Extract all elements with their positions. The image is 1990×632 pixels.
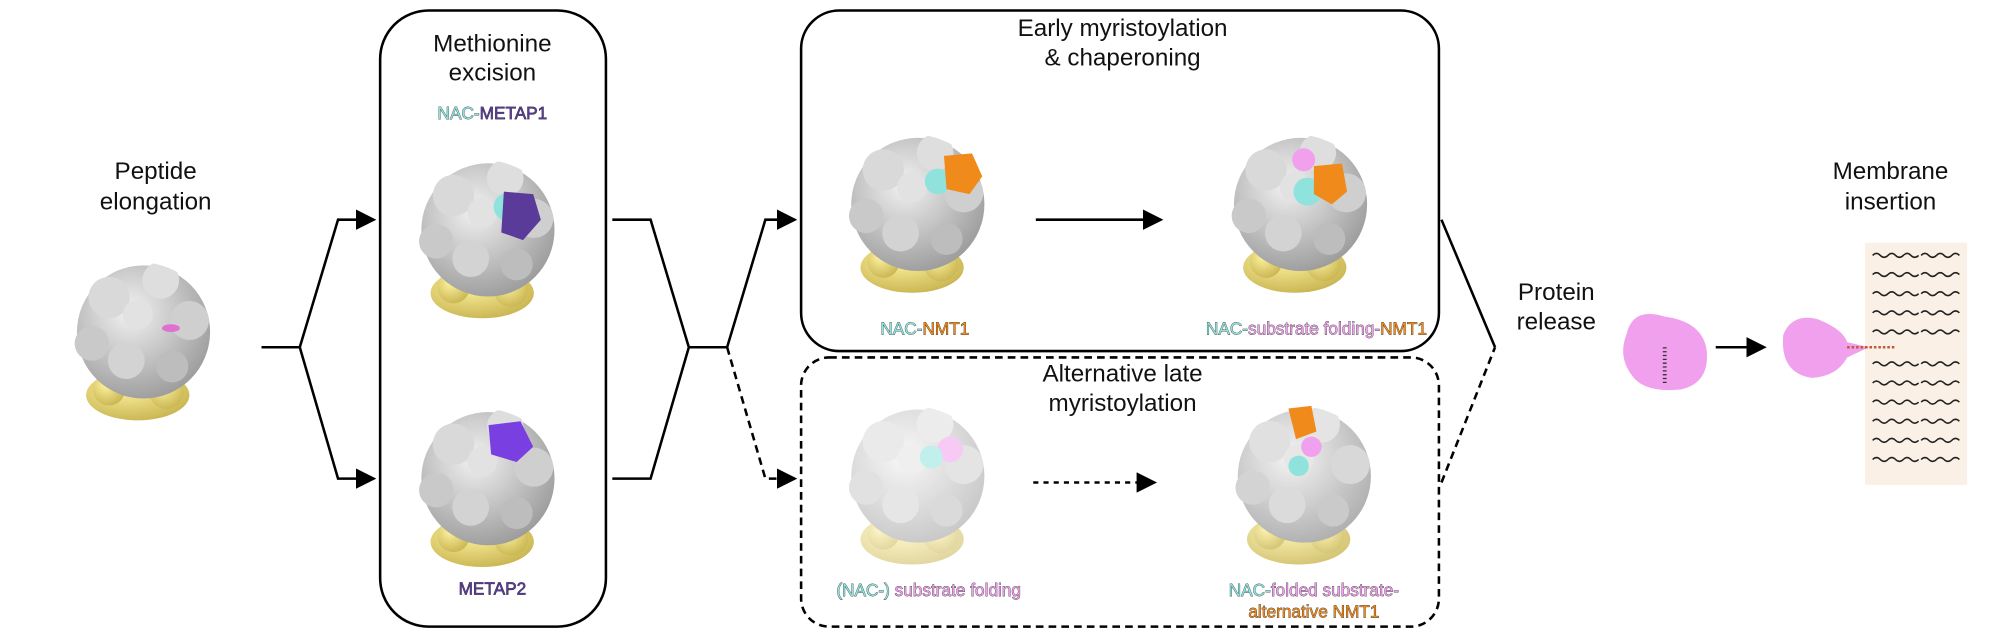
label-nac: NAC- bbox=[1229, 580, 1271, 600]
label-substrate: folded substrate- bbox=[1271, 580, 1399, 600]
nmt1-icon bbox=[1288, 405, 1317, 440]
peptide-elongation-label-2: elongation bbox=[100, 188, 212, 215]
stage-membrane-insertion: Membrane insertion bbox=[1782, 158, 1968, 486]
substrate-icon bbox=[1292, 148, 1316, 172]
label-substrate: substrate folding- bbox=[1248, 318, 1380, 338]
early-title-1: Early myristoylation bbox=[1018, 15, 1228, 42]
metap2-icon bbox=[488, 421, 534, 463]
nac-substrate-folding-nmt1-label: NAC-substrate folding-NMT1 bbox=[1206, 318, 1427, 338]
methionine-excision-title-2: excision bbox=[449, 60, 537, 87]
alternative-nmt1-label: alternative NMT1 bbox=[1248, 602, 1379, 622]
alternative-myristoylation-box bbox=[799, 356, 1441, 628]
label-metap1: METAP1 bbox=[480, 103, 548, 123]
stage-early-myristoylation: Early myristoylation & chaperoning NAC-N… bbox=[799, 9, 1441, 353]
membrane-insertion-label-1: Membrane bbox=[1833, 158, 1949, 185]
label-nmt1: NMT1 bbox=[922, 318, 969, 338]
membrane-insertion-label-2: insertion bbox=[1845, 188, 1937, 215]
label-nac: NAC- bbox=[1206, 318, 1248, 338]
ribosome-icon bbox=[419, 406, 554, 567]
protein-release-label-2: release bbox=[1517, 308, 1596, 335]
nac-icon bbox=[919, 445, 943, 469]
nmt1-icon bbox=[943, 153, 983, 195]
membrane-bilayer-icon bbox=[1864, 242, 1968, 486]
stage-protein-release: Protein release bbox=[1517, 279, 1767, 391]
ribosome-icon bbox=[75, 260, 210, 421]
connector-to-release bbox=[1440, 219, 1497, 483]
alternative-title-2: myristoylation bbox=[1049, 390, 1197, 417]
connector-excision-to-myristoylation bbox=[612, 209, 798, 489]
nac-icon bbox=[1288, 455, 1309, 477]
protein-release-label-1: Protein bbox=[1518, 279, 1595, 306]
methionine-excision-title-1: Methionine bbox=[433, 30, 551, 57]
ribosome-icon bbox=[849, 404, 984, 565]
metap2-label: METAP2 bbox=[459, 579, 527, 599]
nac-nmt1-label: NAC-NMT1 bbox=[880, 318, 969, 338]
peptide-elongation-label-1: Peptide bbox=[115, 158, 197, 185]
stage-peptide-elongation: Peptide elongation bbox=[75, 158, 212, 420]
label-substrate: substrate folding bbox=[895, 580, 1021, 600]
early-title-2: & chaperoning bbox=[1044, 44, 1200, 71]
label-nac: (NAC-) bbox=[836, 580, 894, 600]
label-nmt1: NMT1 bbox=[1380, 318, 1427, 338]
nac-icon bbox=[924, 168, 951, 195]
label-nac: NAC- bbox=[880, 318, 922, 338]
nascent-peptide-icon bbox=[162, 324, 180, 332]
nac-substrate-folding-label: (NAC-) substrate folding bbox=[836, 580, 1021, 600]
stage-alternative-late-myristoylation: Alternative late myristoylation (NAC-) s… bbox=[799, 356, 1441, 628]
methionine-excision-box bbox=[378, 9, 608, 628]
substrate-icon bbox=[1301, 436, 1322, 457]
nac-folded-substrate-label: NAC-folded substrate- bbox=[1229, 580, 1399, 600]
nmt1-icon bbox=[1313, 163, 1348, 205]
inserted-protein-icon bbox=[1782, 317, 1869, 378]
nac-metap1-label: NAC-METAP1 bbox=[438, 103, 548, 123]
stage-methionine-excision: Methionine excision NAC-METAP1 METAP2 bbox=[378, 9, 608, 628]
metap1-icon bbox=[501, 191, 541, 241]
label-nac: NAC- bbox=[438, 103, 480, 123]
alternative-title-1: Alternative late bbox=[1042, 361, 1202, 388]
ribosome-icon bbox=[419, 158, 554, 319]
early-myristoylation-box bbox=[799, 9, 1441, 353]
substrate-icon bbox=[937, 436, 964, 463]
connector-elongation-to-excision bbox=[261, 209, 377, 489]
